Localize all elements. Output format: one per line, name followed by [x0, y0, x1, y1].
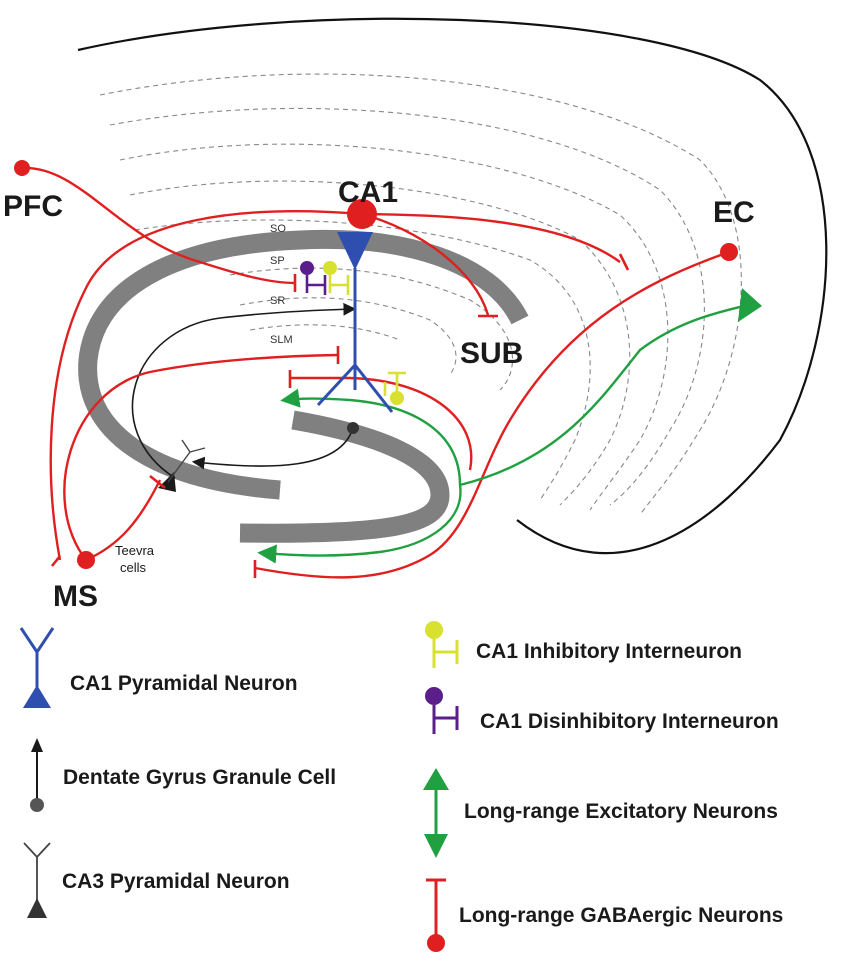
legend-disinhibitory-label: CA1 Disinhibitory Interneuron [480, 710, 779, 733]
layer-sp-label: SP [270, 255, 285, 267]
ec-excitatory-arrowhead [738, 288, 762, 322]
granule-cell-body [347, 422, 359, 434]
ca1-inhibitory-interneuron-slm [383, 371, 406, 405]
legend-excitatory-icon [423, 768, 449, 858]
brain-outline [77, 17, 828, 555]
ca1-node [347, 199, 377, 229]
legend-dg-granule-label: Dentate Gyrus Granule Cell [63, 766, 336, 789]
ca1-label: CA1 [338, 176, 398, 209]
ec-label: EC [713, 196, 755, 229]
ca1-pyramidal-neuron [316, 232, 394, 413]
layer-slm-label: SLM [270, 334, 293, 346]
excitatory-projections [257, 303, 749, 564]
ms-label: MS [53, 580, 98, 613]
teevra-label-line2: cells [120, 560, 147, 575]
layer-sr-label: SR [270, 295, 285, 307]
legend-gabaergic-icon [426, 878, 446, 952]
legend-inhibitory-label: CA1 Inhibitory Interneuron [476, 640, 742, 663]
layer-so-label: SO [270, 223, 286, 235]
inhibitory-terminals [50, 253, 630, 578]
sub-label: SUB [460, 337, 523, 370]
gabaergic-projections [21, 166, 730, 579]
cortical-contours [99, 73, 742, 516]
ca1-disinhibitory-interneuron [300, 261, 327, 295]
legend-ca3-pyramidal-icon [23, 842, 51, 918]
pfc-label: PFC [3, 190, 63, 223]
ca1-inhibitory-interneuron [323, 261, 350, 295]
legend-ca1-pyramidal-icon [19, 627, 55, 708]
ms-node [77, 551, 95, 569]
legend-inhibitory-icon [425, 621, 459, 668]
ec-node [720, 243, 738, 261]
pfc-node [14, 160, 30, 176]
legend-excitatory-label: Long-range Excitatory Neurons [464, 800, 778, 823]
dentate-gyrus-band [239, 410, 450, 543]
ca-band [78, 229, 529, 500]
legend-disinhibitory-icon [425, 687, 459, 734]
teevra-label-line1: Teevra [115, 543, 155, 558]
legend-dg-granule-icon [30, 738, 44, 812]
trisynaptic-path [131, 302, 357, 479]
legend-ca3-pyramidal-label: CA3 Pyramidal Neuron [62, 870, 290, 893]
legend-gabaergic-label: Long-range GABAergic Neurons [459, 904, 783, 927]
legend-ca1-pyramidal-label: CA1 Pyramidal Neuron [70, 672, 298, 695]
